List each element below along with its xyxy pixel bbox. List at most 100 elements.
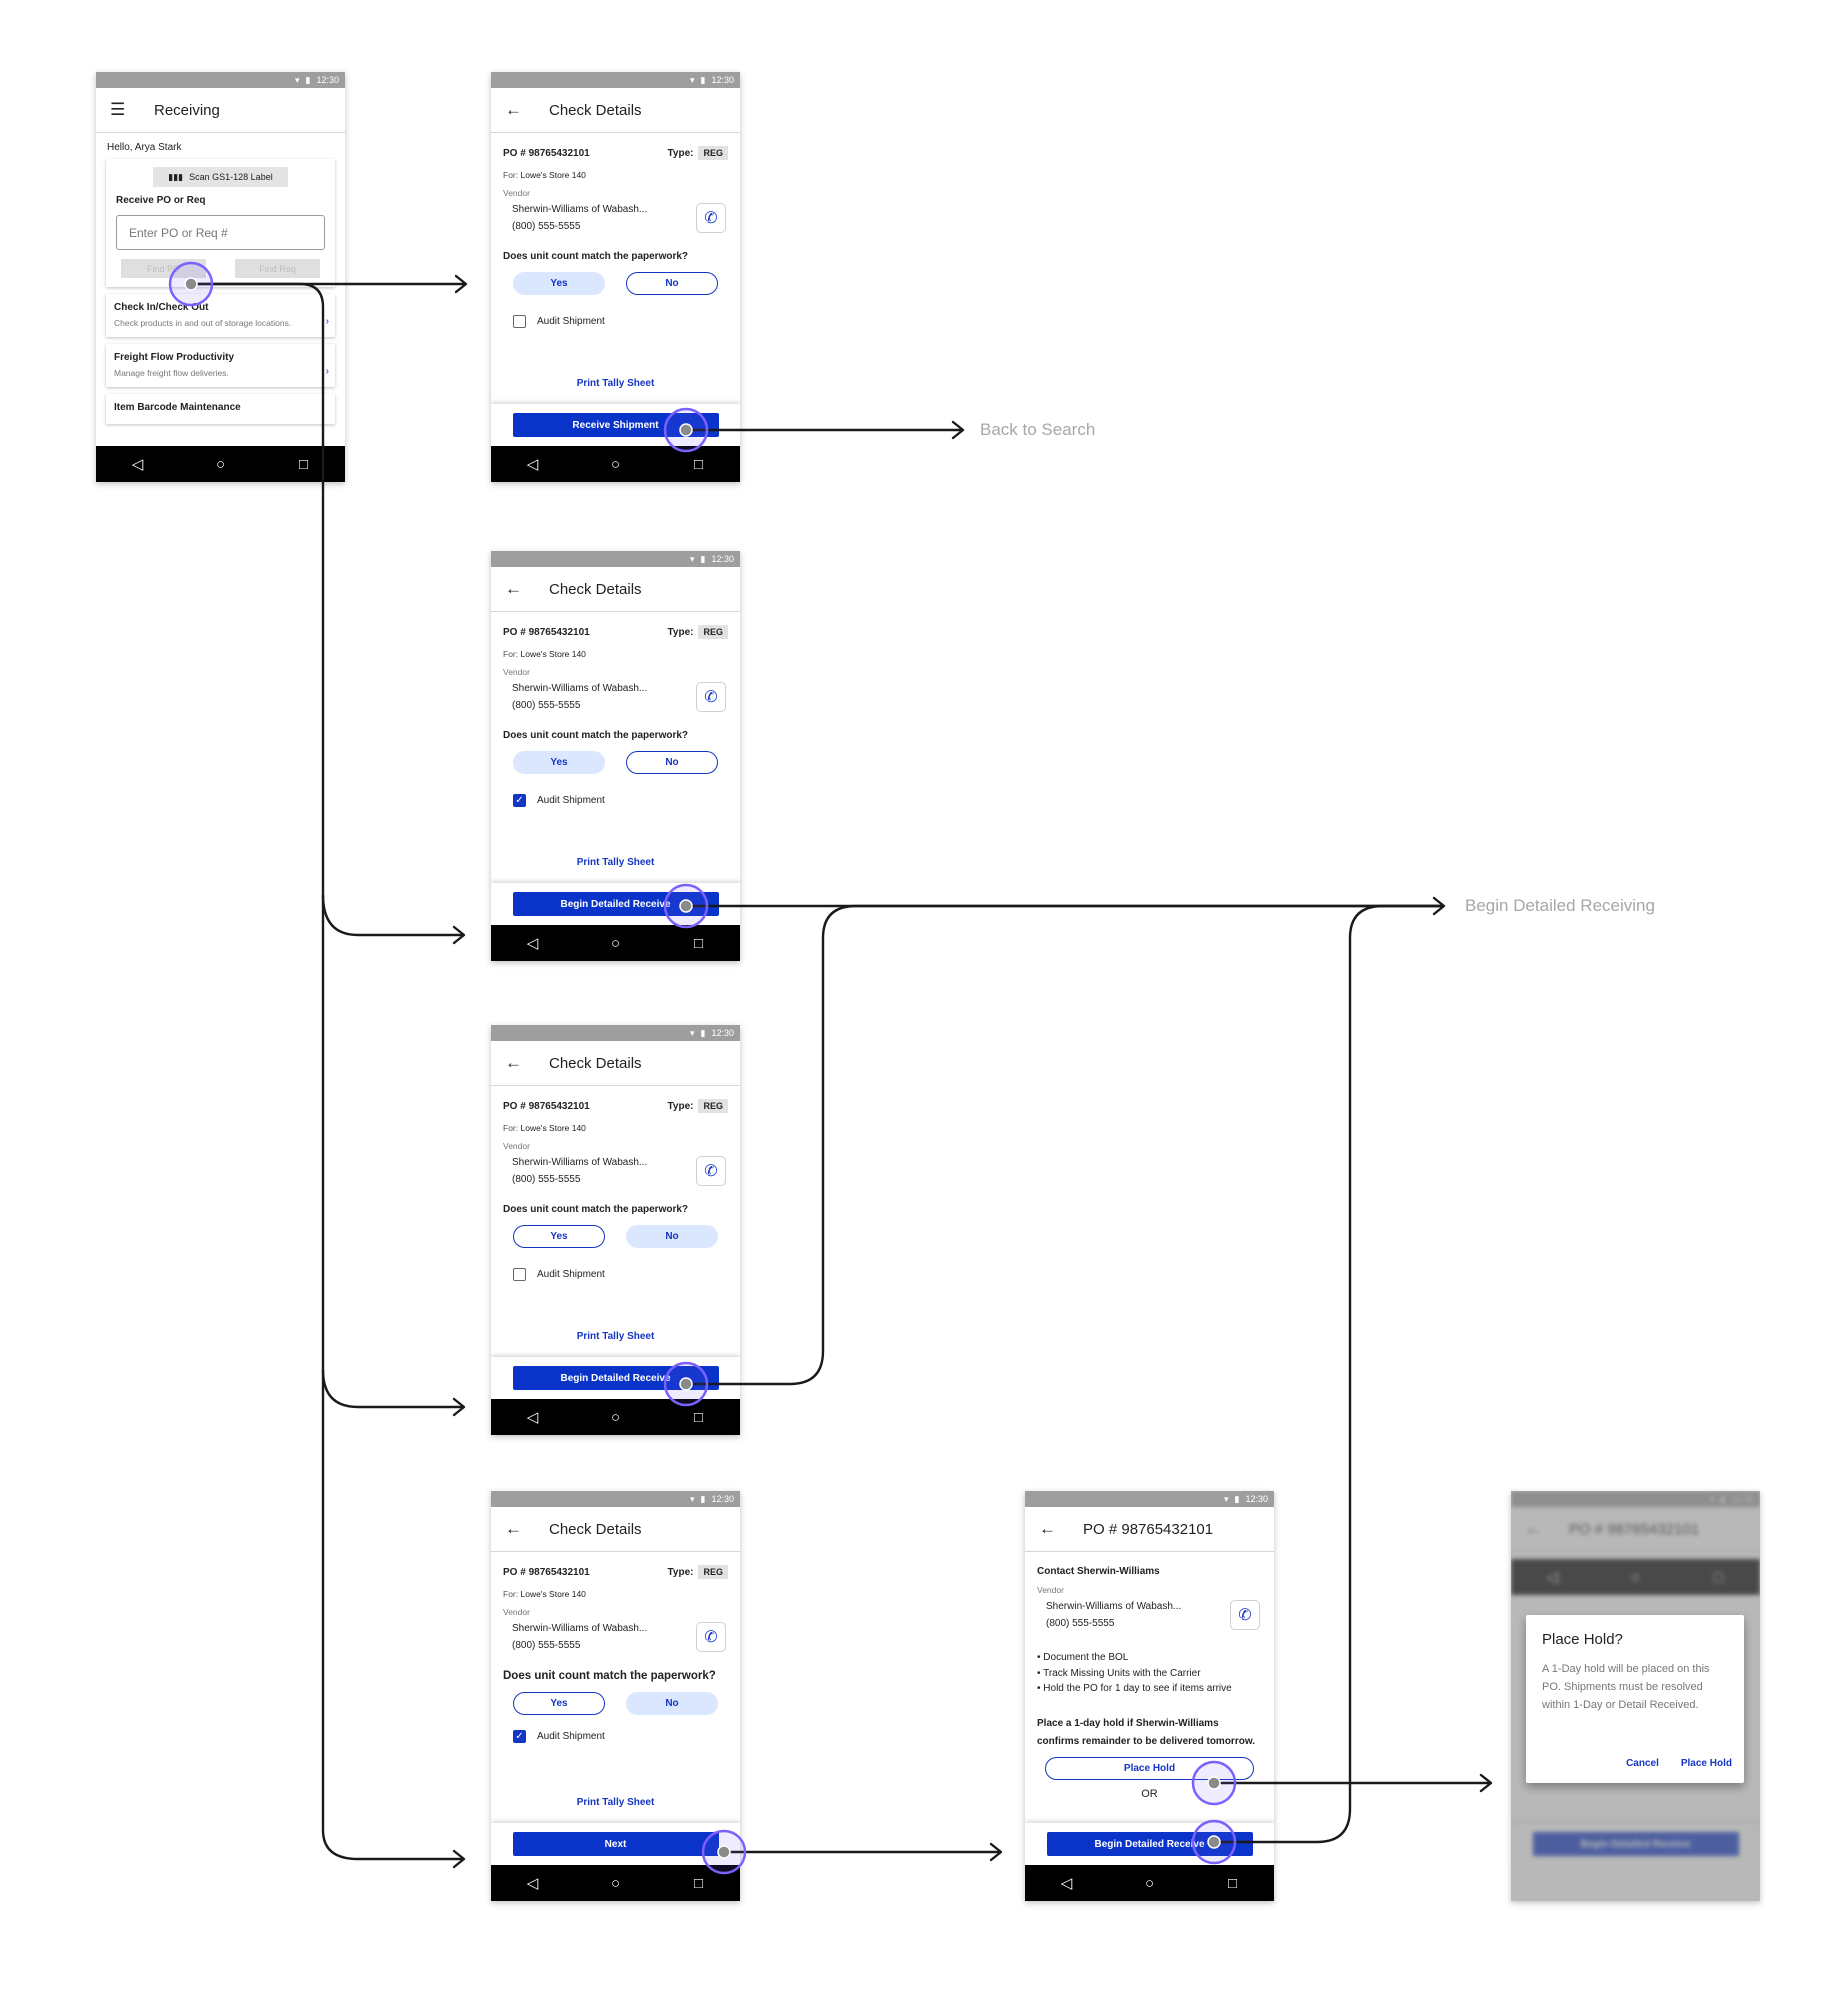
for-label: For: (503, 170, 519, 180)
audit-row[interactable]: Audit Shipment (503, 1268, 728, 1281)
bottom-action-bar: Begin Detailed Receive (491, 883, 740, 925)
no-button[interactable]: No (626, 751, 718, 774)
app-bar: ←Check Details (491, 567, 740, 612)
list-item[interactable]: Check In/Check Out Check products in and… (106, 294, 335, 337)
arrowhead (452, 1849, 466, 1869)
no-button[interactable]: No (626, 1692, 718, 1715)
next-button[interactable]: Next (512, 1832, 719, 1856)
back-nav-icon[interactable]: ◁ (526, 1409, 539, 1426)
begin-detailed-receive-button[interactable]: Begin Detailed Receive (1046, 1832, 1253, 1856)
hold-instruction: Place a 1-day hold if Sherwin-Williams c… (1037, 1717, 1256, 1747)
scan-label-button[interactable]: ▮▮▮ Scan GS1-128 Label (153, 167, 288, 187)
vendor-name: Sherwin-Williams of Wabash... (512, 1157, 648, 1168)
begin-detailed-receive-button[interactable]: Begin Detailed Receive (512, 1366, 719, 1390)
yes-no-group: Yes No (503, 1692, 728, 1715)
yes-button[interactable]: Yes (513, 1692, 605, 1715)
audit-row[interactable]: ✓Audit Shipment (503, 1730, 728, 1743)
bottom-action-bar: Begin Detailed Receive (1025, 1823, 1274, 1865)
print-tally-link[interactable]: Print Tally Sheet (576, 1797, 655, 1808)
back-arrow-icon[interactable]: ← (505, 579, 522, 598)
instruction-list: • Document the BOL • Track Missing Units… (1037, 1650, 1262, 1697)
home-nav-icon[interactable]: ○ (610, 455, 621, 473)
audit-row[interactable]: ✓ Audit Shipment (503, 794, 728, 807)
yes-button[interactable]: Yes (513, 272, 605, 295)
checkbox-icon[interactable] (513, 315, 526, 328)
home-nav-icon[interactable]: ○ (610, 1874, 621, 1892)
home-nav-icon[interactable]: ○ (1144, 1874, 1155, 1892)
audit-label: Audit Shipment (537, 1269, 605, 1280)
vendor-phone: (800) 555-5555 (1046, 1618, 1115, 1629)
audit-row[interactable]: Audit Shipment (503, 315, 728, 328)
unit-count-question: Does unit count match the paperwork? (503, 1204, 689, 1215)
wifi-icon: ▾ (689, 1493, 695, 1504)
back-nav-icon[interactable]: ◁ (526, 935, 539, 952)
po-number: PO # 98765432101 (503, 1100, 590, 1112)
audit-label: Audit Shipment (537, 795, 605, 806)
battery-icon: ▮ (700, 553, 706, 564)
confirm-place-hold-button[interactable]: Place Hold (1680, 1758, 1732, 1769)
vendor-phone: (800) 555-5555 (512, 1174, 581, 1185)
back-arrow-icon[interactable]: ← (1039, 1519, 1056, 1538)
recents-nav-icon[interactable]: □ (298, 455, 309, 473)
begin-detailed-receive-button[interactable]: Begin Detailed Receive (512, 892, 719, 916)
print-tally-link[interactable]: Print Tally Sheet (576, 378, 655, 389)
wifi-icon: ▾ (294, 74, 300, 85)
back-nav-icon[interactable]: ◁ (131, 456, 144, 473)
chevron-right-icon: › (325, 315, 329, 327)
checkbox-checked-icon[interactable]: ✓ (513, 1730, 526, 1743)
status-time: 12:30 (711, 1028, 734, 1038)
for-line: For: Lowe's Store 140 (503, 649, 728, 659)
recents-nav-icon[interactable]: □ (693, 1408, 704, 1426)
yes-button[interactable]: Yes (513, 751, 605, 774)
find-po-button[interactable]: Find PO (121, 259, 206, 278)
type-badge: REG (698, 1565, 728, 1579)
checkbox-icon[interactable] (513, 1268, 526, 1281)
cancel-button[interactable]: Cancel (1626, 1758, 1659, 1769)
back-nav-icon[interactable]: ◁ (1060, 1875, 1073, 1892)
phone-call-icon[interactable]: ✆ (696, 682, 726, 712)
place-hold-button[interactable]: Place Hold (1045, 1756, 1254, 1780)
phone-call-icon[interactable]: ✆ (696, 1156, 726, 1186)
status-time: 12:30 (1731, 1494, 1754, 1504)
for-label: For: (503, 649, 519, 659)
back-arrow-icon[interactable]: ← (505, 1053, 522, 1072)
recents-nav-icon[interactable]: □ (693, 934, 704, 952)
unit-count-question: Does unit count match the paperwork? (503, 251, 689, 262)
back-nav-icon[interactable]: ◁ (526, 456, 539, 473)
back-nav-icon[interactable]: ◁ (526, 1875, 539, 1892)
list-item[interactable]: Freight Flow Productivity Manage freight… (106, 344, 335, 387)
for-line: For: Lowe's Store 140 (503, 1123, 728, 1133)
type-label: Type: (667, 626, 694, 638)
checkbox-checked-icon[interactable]: ✓ (513, 794, 526, 807)
back-arrow-icon[interactable]: ← (505, 100, 522, 119)
yes-button[interactable]: Yes (513, 1225, 605, 1248)
barcode-icon: ▮▮▮ (168, 171, 184, 182)
recents-nav-icon[interactable]: □ (1227, 1874, 1238, 1892)
connector-to-audit-screen (321, 894, 463, 937)
yes-no-group: Yes No (503, 1225, 728, 1248)
vendor-block: Sherwin-Williams of Wabash...(800) 555-5… (1037, 1598, 1262, 1632)
back-arrow-icon[interactable]: ← (505, 1519, 522, 1538)
find-req-button[interactable]: Find Req (235, 259, 320, 278)
home-nav-icon[interactable]: ○ (610, 934, 621, 952)
phone-call-icon[interactable]: ✆ (696, 203, 726, 233)
status-bar: ▾▮12:30 (491, 551, 740, 567)
recents-nav-icon[interactable]: □ (693, 1874, 704, 1892)
print-tally-link[interactable]: Print Tally Sheet (576, 857, 655, 868)
po-input[interactable]: Enter PO or Req # (116, 215, 325, 250)
no-button[interactable]: No (626, 1225, 718, 1248)
recents-nav-icon[interactable]: □ (693, 455, 704, 473)
home-nav-icon[interactable]: ○ (610, 1408, 621, 1426)
phone-call-icon[interactable]: ✆ (696, 1622, 726, 1652)
arrowhead (454, 274, 468, 294)
menu-icon[interactable]: ☰ (110, 100, 126, 119)
receive-shipment-button[interactable]: Receive Shipment (512, 413, 719, 437)
nav-bar: ◁ ○ □ (491, 1399, 740, 1435)
home-nav-icon[interactable]: ○ (215, 455, 226, 473)
no-button[interactable]: No (626, 272, 718, 295)
list-item[interactable]: Item Barcode Maintenance (106, 394, 335, 424)
print-tally-link[interactable]: Print Tally Sheet (576, 1331, 655, 1342)
vendor-name: Sherwin-Williams of Wabash... (512, 683, 648, 694)
phone-call-icon[interactable]: ✆ (1230, 1600, 1260, 1630)
